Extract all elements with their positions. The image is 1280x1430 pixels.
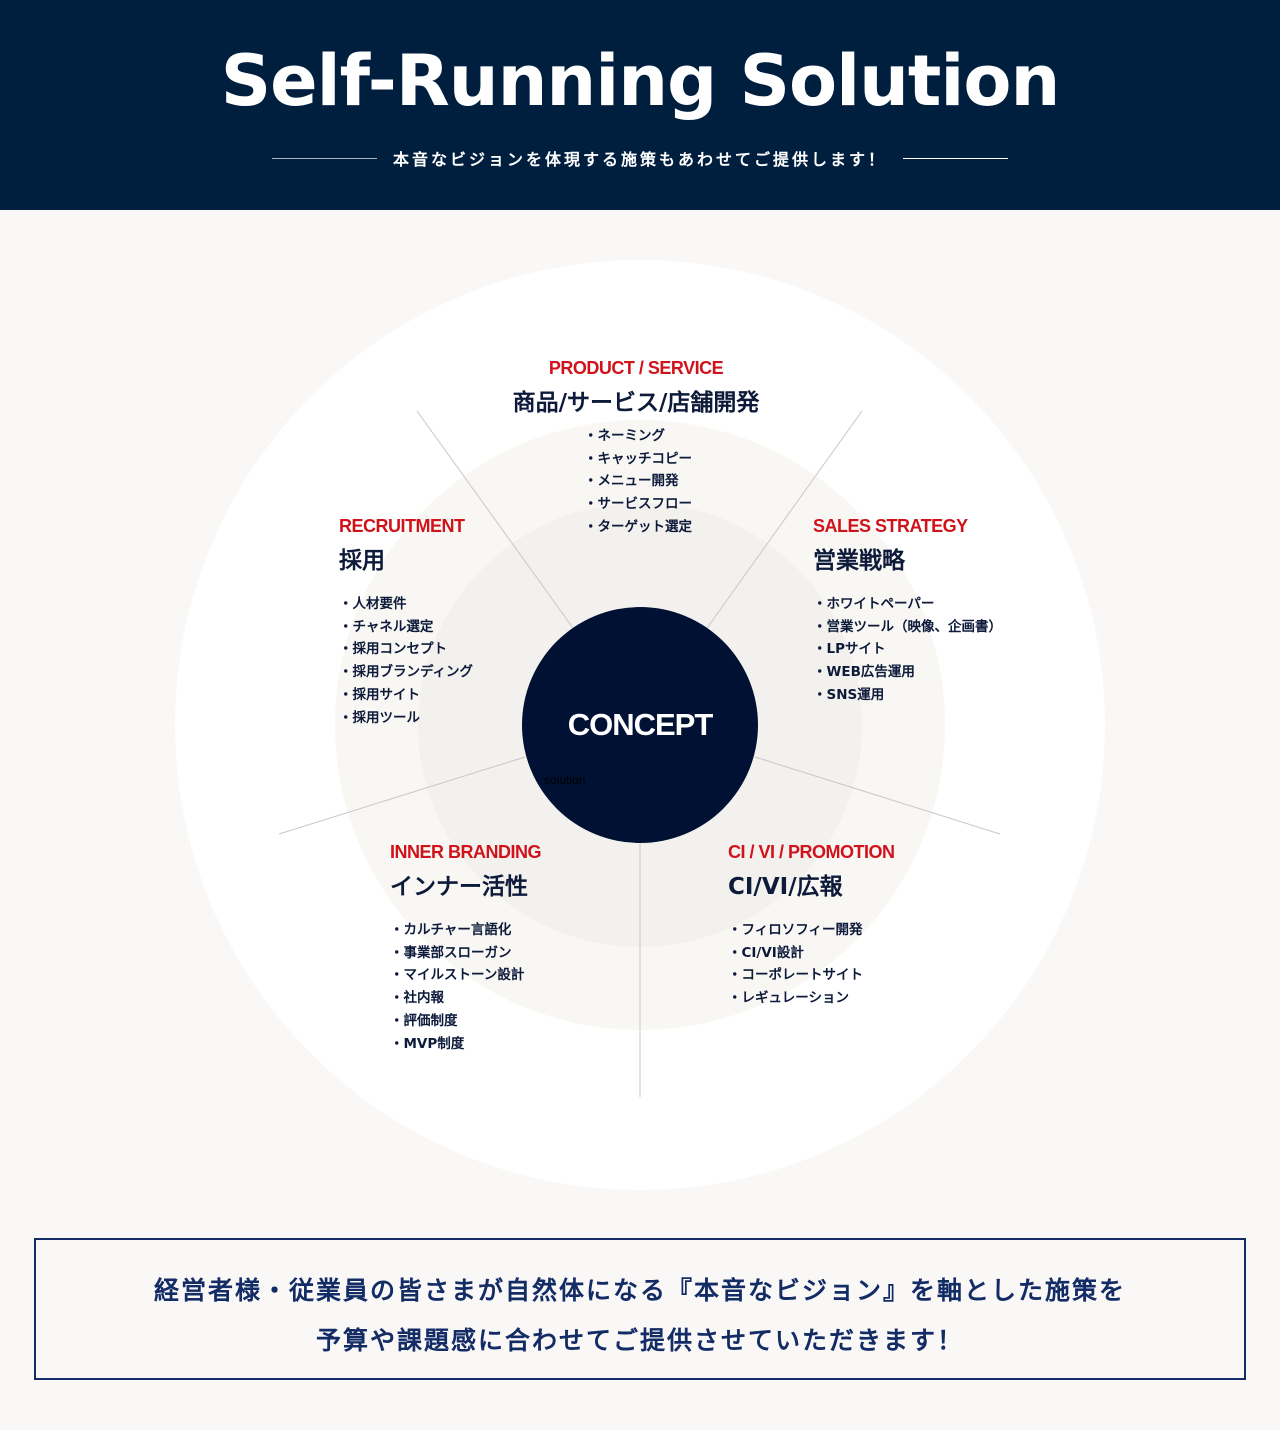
summary-box: 経営者様・従業員の皆さまが自然体になる『本音なビジョン』を軸とした施策を 予算や… xyxy=(34,1238,1246,1380)
divider xyxy=(271,157,377,159)
list-item: ・キャッチコピー xyxy=(584,450,692,467)
list-item: ・採用ツール xyxy=(339,709,420,726)
category-en: SALES STRATEGY xyxy=(813,516,968,536)
list-item: ・採用ブランディング xyxy=(339,664,474,681)
page-title: Self-Running Solution xyxy=(220,40,1061,122)
category-jp: 営業戦略 xyxy=(813,548,905,574)
divider-line xyxy=(416,410,574,629)
concept-sub: solution xyxy=(544,773,586,787)
divider xyxy=(903,157,1008,159)
category-recruitment: RECRUITMENT 採用 ・人材要件・チャネル選定・採用コンセプト・採用ブラ… xyxy=(339,516,473,729)
list-item: ・レギュレーション xyxy=(728,990,849,1007)
list-item: ・コーポレートサイト xyxy=(728,967,863,984)
list-item: ・MVP制度 xyxy=(390,1035,465,1052)
category-ci-vi-promotion: CI / VI / PROMOTION CI/VI/広報 ・フィロソフィー開発・… xyxy=(728,842,895,1010)
header: Self-Running Solution 本音なビジョンを体現する施策もあわせ… xyxy=(0,0,1280,210)
list-item: ・メニュー開発 xyxy=(584,473,679,490)
divider-line xyxy=(278,756,526,835)
category-inner-branding: INNER BRANDING インナー活性 ・カルチャー言語化・事業部スローガン… xyxy=(390,842,542,1055)
concept-title: CONCEPT xyxy=(567,707,714,742)
category-en: INNER BRANDING xyxy=(390,842,542,862)
category-en: CI / VI / PROMOTION xyxy=(728,842,895,862)
list-item: ・LPサイト xyxy=(813,641,886,658)
item-list: ・ホワイトペーパー・営業ツール（映像、企画書） ・LPサイト・WEB広告運用・SN… xyxy=(813,593,1002,707)
summary-line-1: 経営者様・従業員の皆さまが自然体になる『本音なビジョン』を軸とした施策を xyxy=(153,1276,1126,1305)
list-item: ・フィロソフィー開発 xyxy=(728,922,863,938)
list-item: ・社内報 xyxy=(390,990,444,1007)
list-item: ・営業ツール（映像、企画書） xyxy=(813,618,1002,635)
category-product-service: PRODUCT / SERVICE 商品/サービス/店舗開発 ・ネーミング・キャ… xyxy=(500,358,772,539)
summary-line-2: 予算や課題感に合わせてご提供させていただきます！ xyxy=(315,1326,964,1355)
list-item: ・チャネル選定 xyxy=(339,618,434,635)
item-list: ・カルチャー言語化・事業部スローガン・マイルストーン設計・社内報・評価制度・MV… xyxy=(390,919,541,1055)
divider-line xyxy=(706,410,863,629)
list-item: ・評価制度 xyxy=(390,1012,458,1029)
item-list: ・ネーミング・キャッチコピー・メニュー開発・サービスフロー・ターゲット選定 xyxy=(584,425,772,539)
list-item: ・採用サイト xyxy=(339,686,420,703)
list-item: ・ホワイトペーパー xyxy=(813,596,935,612)
subtitle-text: 本音なビジョンを体現する施策もあわせてご提供します！ xyxy=(392,150,887,169)
list-item: ・採用コンセプト xyxy=(339,641,447,658)
category-en: PRODUCT / SERVICE xyxy=(548,358,724,378)
category-jp: CI/VI/広報 xyxy=(728,874,843,900)
list-item: ・事業部スローガン xyxy=(390,944,512,961)
list-item: ・SNS運用 xyxy=(813,686,885,703)
list-item: ・ターゲット選定 xyxy=(584,518,692,535)
subtitle: 本音なビジョンを体現する施策もあわせてご提供します！ xyxy=(0,146,1280,170)
list-item: ・ネーミング xyxy=(584,428,665,444)
category-jp: 商品/サービス/店舗開発 xyxy=(512,390,760,416)
list-item: ・マイルストーン設計 xyxy=(390,967,525,984)
list-item: ・サービスフロー xyxy=(584,496,692,513)
category-en: RECRUITMENT xyxy=(339,516,465,536)
category-jp: 採用 xyxy=(339,548,385,574)
list-item: ・人材要件 xyxy=(339,596,407,612)
divider-line xyxy=(754,756,1001,835)
item-list: ・人材要件・チャネル選定・採用コンセプト・採用ブランディング・採用サイト・採用ツ… xyxy=(339,593,473,729)
item-list: ・フィロソフィー開発・CI/VI設計・コーポレートサイト・レギュレーション xyxy=(728,919,895,1010)
list-item: ・WEB広告運用 xyxy=(813,664,915,681)
concept-circle: CONCEPT solution xyxy=(522,607,758,843)
category-jp: インナー活性 xyxy=(390,874,528,900)
list-item: ・CI/VI設計 xyxy=(728,944,804,961)
list-item: ・カルチャー言語化 xyxy=(390,922,512,938)
category-sales-strategy: SALES STRATEGY 営業戦略 ・ホワイトペーパー・営業ツール（映像、企… xyxy=(813,516,1002,707)
